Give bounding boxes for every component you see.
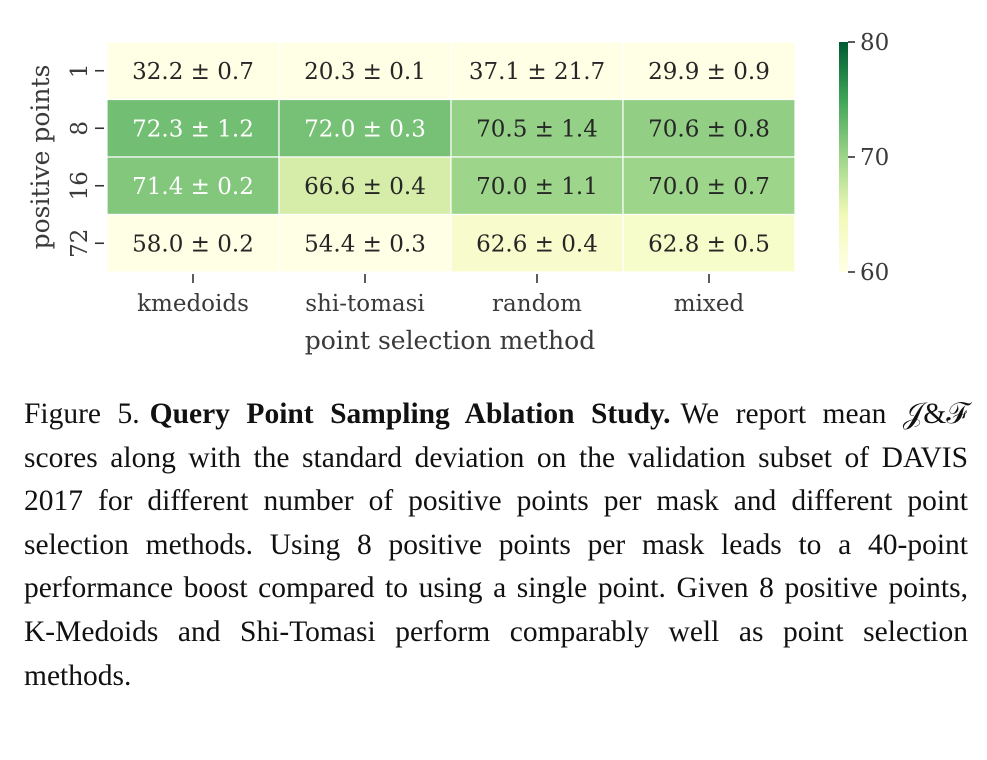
caption-title: Query Point Sampling Ablation Study. [149, 398, 671, 430]
colorbar-tick-label: 70 [860, 145, 889, 171]
y-axis-ticks: 1 8 16 72 [67, 63, 104, 258]
y-tick-label: 16 [67, 171, 93, 200]
x-tick-label: random [492, 291, 582, 317]
y-axis-title: positive points [26, 65, 55, 250]
heatmap-cell [622, 156, 796, 216]
cell-label: 29.9 ± 0.9 [648, 59, 770, 85]
y-tick-label: 72 [67, 229, 93, 258]
heatmap-cell [106, 213, 280, 273]
heatmap-cell [278, 98, 452, 158]
cell-label: 71.4 ± 0.2 [132, 174, 254, 200]
heatmap-cell [106, 41, 280, 101]
colorbar-tick-label: 60 [860, 260, 889, 286]
heatmap-chart: 32.2 ± 0.7 20.3 ± 0.1 37.1 ± 21.7 29.9 ± 0.… [26, 30, 889, 355]
cell-label: 72.3 ± 1.2 [132, 116, 254, 142]
colorbar-ticks: 60 70 80 [848, 30, 889, 286]
heatmap-cell [278, 156, 452, 216]
cell-label: 70.0 ± 1.1 [476, 174, 598, 200]
x-tick-label: kmedoids [137, 291, 249, 317]
heatmap-cell [278, 41, 452, 101]
cell-label: 70.5 ± 1.4 [476, 116, 598, 142]
cell-label: 66.6 ± 0.4 [304, 174, 426, 200]
y-tick-label: 1 [67, 63, 93, 78]
cell-label: 58.0 ± 0.2 [132, 231, 254, 257]
cell-label: 62.6 ± 0.4 [476, 231, 598, 257]
caption-label: Figure 5. [24, 398, 140, 430]
x-axis-title: point selection method [305, 326, 595, 355]
heatmap-cell [622, 213, 796, 273]
figure-caption: Figure 5. Query Point Sampling Ablation S… [24, 393, 968, 698]
colorbar-tick-label: 80 [860, 30, 889, 56]
colorbar [839, 42, 848, 272]
x-axis-ticks: kmedoids shi-tomasi random mixed [137, 274, 745, 317]
cell-label: 72.0 ± 0.3 [304, 116, 426, 142]
cell-label: 70.6 ± 0.8 [648, 116, 770, 142]
caption-text: We report mean 𝒥&ℱ scores along with the… [24, 398, 968, 692]
heatmap-cells: 32.2 ± 0.7 20.3 ± 0.1 37.1 ± 21.7 29.9 ± 0.… [106, 41, 796, 273]
x-tick-label: mixed [674, 291, 745, 317]
cell-label: 62.8 ± 0.5 [648, 231, 770, 257]
x-tick-label: shi-tomasi [305, 291, 425, 317]
heatmap-cell [622, 41, 796, 101]
cell-label: 20.3 ± 0.1 [304, 59, 426, 85]
heatmap-cell [450, 41, 624, 101]
y-tick-label: 8 [67, 121, 93, 136]
heatmap-cell [278, 213, 452, 273]
cell-label: 32.2 ± 0.7 [132, 59, 254, 85]
cell-label: 54.4 ± 0.3 [304, 231, 426, 257]
cell-label: 70.0 ± 0.7 [648, 174, 770, 200]
heatmap-cell [622, 98, 796, 158]
cell-label: 37.1 ± 21.7 [469, 59, 605, 85]
